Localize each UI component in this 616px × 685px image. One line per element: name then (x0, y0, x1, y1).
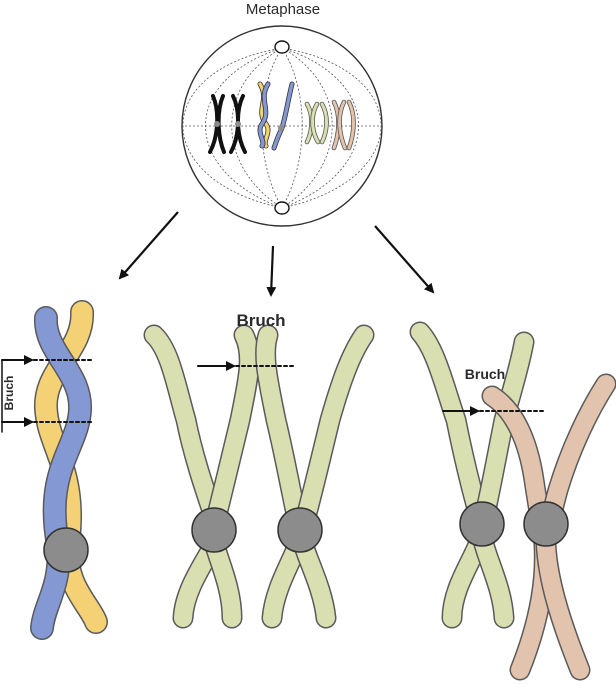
right-centromere-green (459, 501, 505, 547)
right-break-label: Bruch (465, 366, 505, 382)
blue-yellow-chromosome-pair (257, 81, 295, 151)
black-centromere-2 (235, 121, 241, 127)
middle-centromere-1 (191, 507, 237, 553)
arrow-left (118, 211, 179, 280)
left-break-label: Bruch (2, 376, 16, 411)
metaphase-cell (181, 25, 383, 227)
middle-centromere-2 (277, 507, 323, 553)
right-chromosomes (409, 321, 616, 681)
top-centrosome (274, 40, 290, 54)
arrow-right (374, 225, 435, 294)
middle-chromosomes (143, 324, 375, 629)
green-chromosome-pair (304, 101, 329, 145)
left-crossover-chromatids (1, 300, 108, 640)
blue-yellow-centromere (278, 125, 284, 131)
left-centromere (43, 527, 89, 573)
bottom-centrosome (274, 201, 290, 215)
arrow-middle (266, 245, 277, 297)
division-arrows (118, 211, 435, 297)
pink-chromosome-pair (331, 99, 356, 151)
middle-break-label: Bruch (236, 311, 285, 330)
black-centromere-1 (214, 121, 220, 127)
right-centromere-pink (523, 501, 569, 547)
metaphase-title: Metaphase (246, 1, 320, 18)
